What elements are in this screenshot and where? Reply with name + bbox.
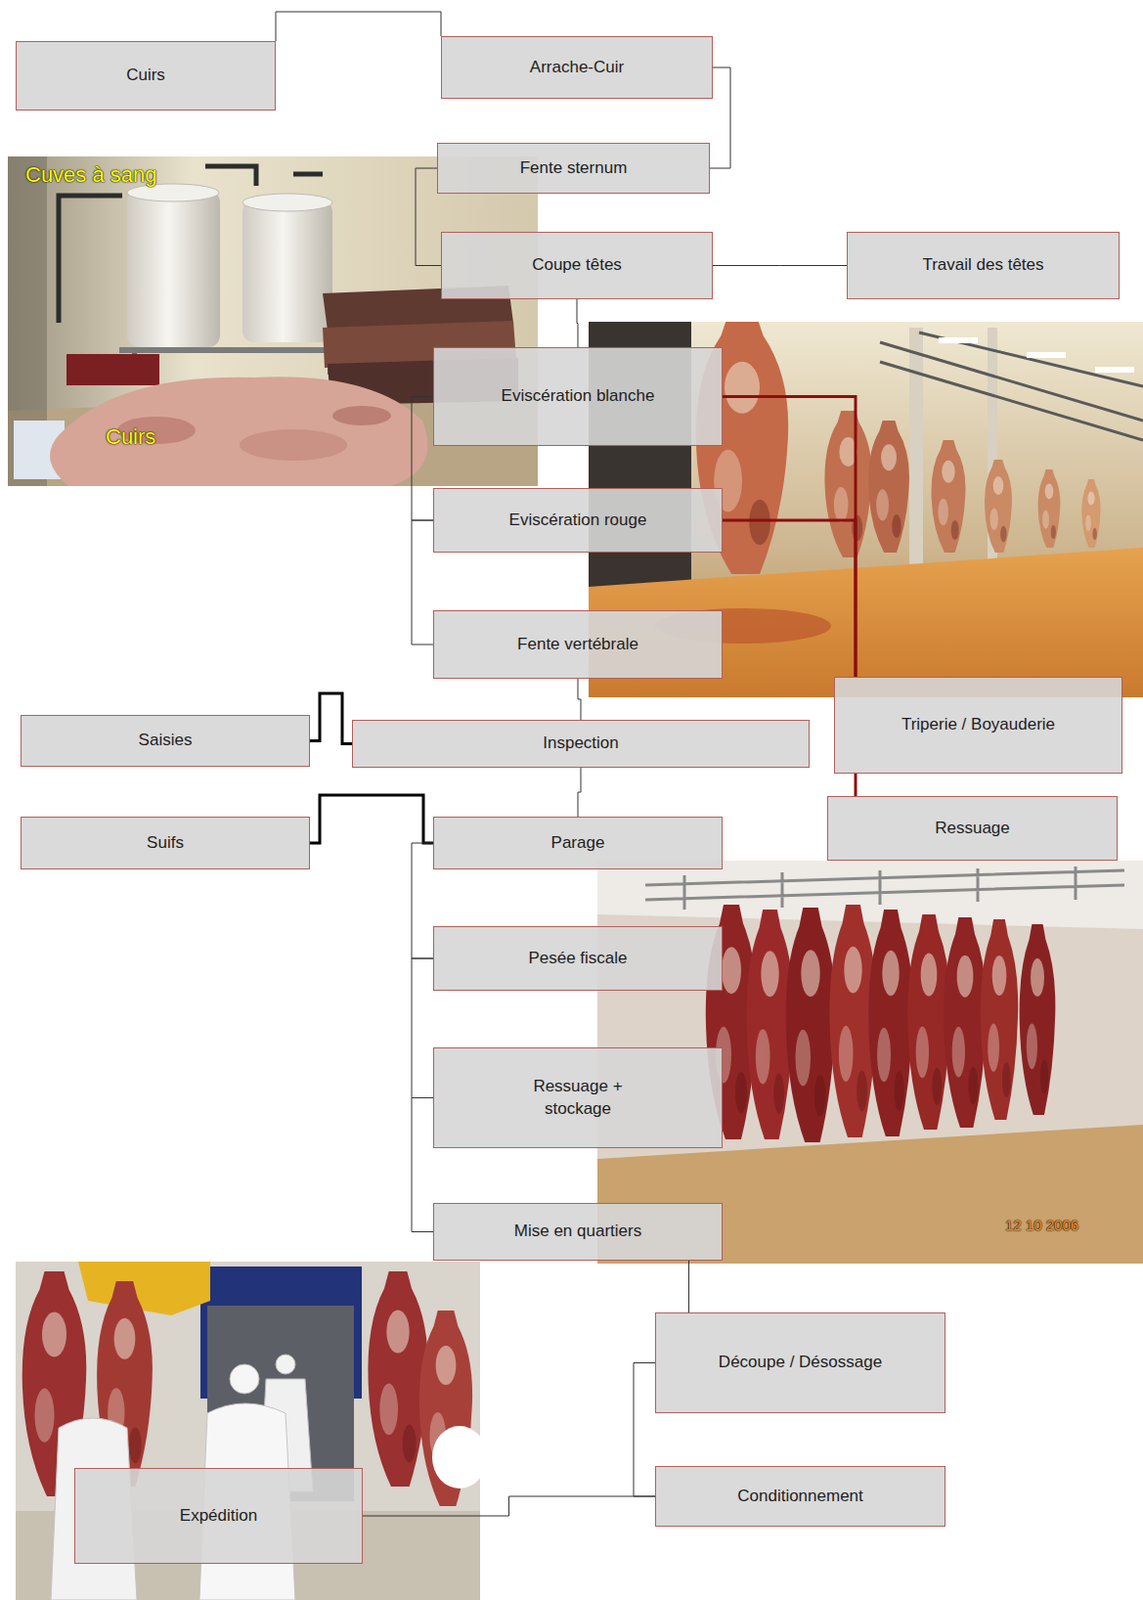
photo-detail: [119, 347, 345, 353]
photo-detail: [229, 1363, 260, 1394]
photo-detail: [432, 1425, 481, 1489]
box-label: Découpe / Désossage: [718, 1351, 882, 1373]
process-box: Eviscération rouge: [433, 487, 723, 553]
process-box: Fente sternum: [437, 142, 710, 194]
photo-detail: [909, 327, 924, 582]
process-box: Inspection: [351, 719, 810, 768]
photo-detail: [943, 917, 987, 1128]
photo-detail: [239, 429, 348, 461]
box-label: Fente vertébrale: [517, 633, 639, 656]
connector: [854, 773, 858, 796]
connector: [722, 520, 856, 677]
photo-detail: [367, 1271, 428, 1487]
photo-detail: [15, 1261, 481, 1600]
connector: [633, 1362, 656, 1497]
process-box: Saisies: [20, 714, 310, 767]
box-label: Fente sternum: [520, 157, 628, 179]
process-box: Conditionnement: [655, 1465, 946, 1527]
process-box: Eviscération blanche: [433, 347, 723, 446]
connector: [411, 520, 434, 645]
process-box: Travail des têtes: [846, 231, 1120, 300]
photo-detail: [66, 353, 160, 386]
connector: [577, 678, 581, 720]
photo-detail: [1095, 366, 1135, 373]
photo-caption: Cuves à sang: [25, 162, 158, 188]
connector: [275, 11, 441, 42]
box-label: Pesée fiscale: [527, 947, 627, 969]
box-label: Travail des têtes: [922, 254, 1044, 276]
photo-detail: [332, 405, 392, 426]
process-box: Ressuage + stockage: [433, 1047, 723, 1148]
connector: [709, 67, 731, 169]
connector: [411, 396, 434, 522]
process-box: Coupe têtes: [440, 231, 713, 300]
photo-detail: [49, 376, 429, 486]
box-label: Coupe têtes: [531, 254, 622, 276]
photo-detail: [597, 860, 1143, 929]
process-box: Cuirs: [15, 41, 276, 111]
photo-detail: [1038, 469, 1061, 548]
box-label: Ressuage: [934, 817, 1011, 839]
connector: [309, 794, 434, 843]
photo-detail: [1026, 351, 1066, 358]
photo-detail: [868, 420, 910, 553]
process-box: Fente vertébrale: [433, 610, 723, 679]
photo-detail: [786, 907, 836, 1143]
box-label: Ressuage + stockage: [524, 1075, 632, 1119]
process-box: Parage: [433, 816, 723, 870]
process-box: Suifs: [20, 816, 310, 870]
photo-detail: [824, 410, 872, 558]
connector: [576, 299, 578, 348]
box-label: Expédition: [179, 1504, 258, 1527]
box-label: Triperie / Boyauderie: [901, 713, 1056, 736]
photo-detail: [242, 193, 333, 212]
box-label: Inspection: [542, 732, 619, 754]
box-label: Eviscération blanche: [501, 385, 656, 407]
photo-detail: [78, 1261, 211, 1316]
photo-detail: [645, 866, 1125, 910]
process-box: Triperie / Boyauderie: [834, 676, 1123, 774]
photo-detail: [242, 200, 333, 343]
photo-detail: [984, 459, 1012, 553]
box-label: Cuirs: [126, 64, 166, 87]
process-box: Mise en quartiers: [433, 1202, 723, 1261]
process-box: Pesée fiscale: [433, 925, 723, 991]
photo-detail: [127, 190, 220, 348]
connector: [411, 958, 434, 1099]
photo-detail: [879, 332, 1143, 440]
process-box: Ressuage: [827, 795, 1118, 861]
photo-detail: [868, 909, 913, 1137]
box-label: Eviscération rouge: [509, 509, 648, 531]
date-stamp: 12 10 2006: [1005, 1216, 1079, 1233]
process-box: Expédition: [74, 1467, 363, 1564]
box-label: Arrache-Cuir: [529, 56, 624, 79]
connector: [577, 767, 581, 817]
photo-detail: [275, 1354, 296, 1374]
photo-detail: [1081, 479, 1100, 548]
photo-detail: [980, 919, 1018, 1120]
connector: [722, 396, 856, 678]
process-box: Arrache-Cuir: [440, 36, 713, 99]
photo-caption: Cuirs: [105, 424, 156, 450]
connector: [309, 693, 352, 745]
box-label: Mise en quartiers: [514, 1220, 642, 1242]
box-label: Suifs: [146, 832, 184, 854]
photo-dispatch: [15, 1261, 481, 1600]
photo-detail: [938, 337, 978, 344]
connector: [411, 842, 434, 959]
photo-detail: [1019, 923, 1056, 1115]
process-box: Découpe / Désossage: [655, 1312, 946, 1413]
connector: [712, 264, 847, 266]
box-label: Saisies: [138, 729, 193, 751]
box-label: Parage: [551, 832, 606, 854]
box-label: Conditionnement: [737, 1485, 864, 1507]
connector: [362, 1495, 656, 1516]
connector: [688, 1260, 690, 1313]
photo-detail: [931, 439, 967, 553]
connector: [411, 1098, 434, 1232]
